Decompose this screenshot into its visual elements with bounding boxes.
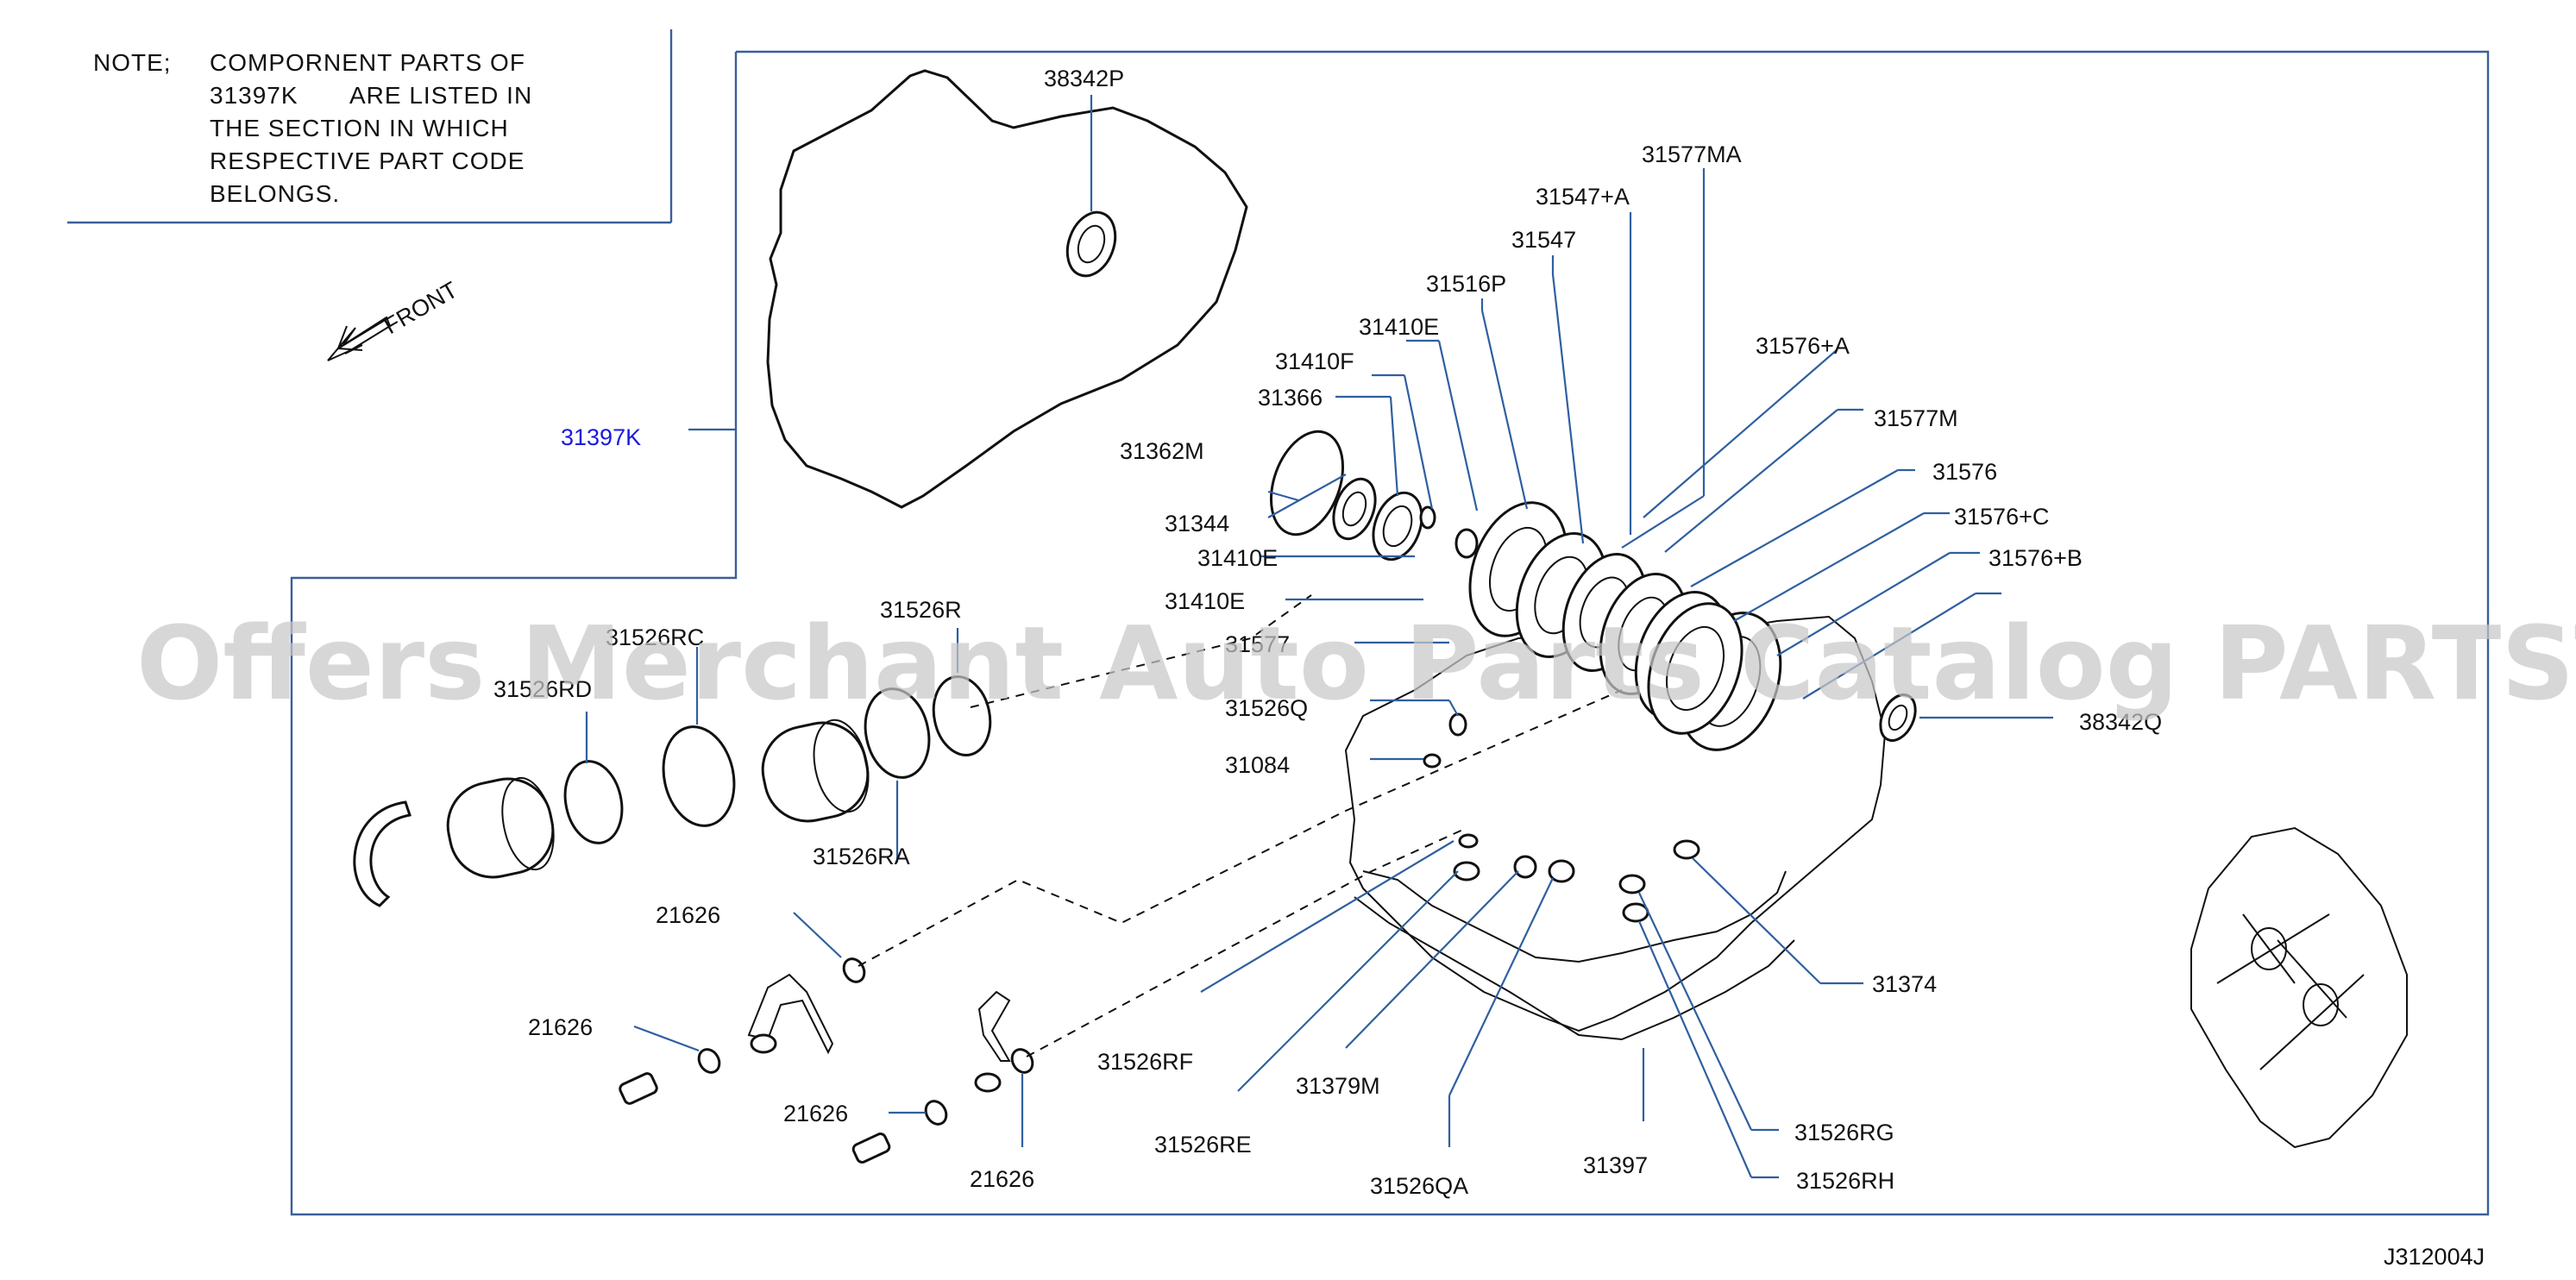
note-line-3: ARE LISTED IN: [349, 82, 532, 109]
leader-lines: [585, 95, 2053, 1179]
front-label: FRONT: [380, 277, 462, 339]
note-block: NOTE; COMPORNENT PARTS OF 31397K ARE LIS…: [93, 49, 532, 207]
callout-31526RG[interactable]: 31526RG: [1794, 1120, 1894, 1145]
piston-rings-drawing: [353, 675, 992, 907]
note-prefix: NOTE;: [93, 49, 172, 76]
callout-31576-B[interactable]: 31576+B: [1989, 545, 2083, 571]
callout-31576-A[interactable]: 31576+A: [1756, 333, 1850, 359]
front-arrow-icon: [327, 316, 392, 361]
callout-31576[interactable]: 31576: [1932, 459, 1997, 485]
callout-31526Q[interactable]: 31526Q: [1225, 695, 1308, 721]
callout-31410E-top[interactable]: 31410E: [1359, 314, 1439, 340]
case-thumbnail-drawing: [2190, 826, 2408, 1149]
diagram-code: J312004J: [2384, 1244, 2485, 1270]
note-frame: [67, 29, 673, 224]
callout-31526RA[interactable]: 31526RA: [813, 844, 910, 869]
callout-31374[interactable]: 31374: [1872, 971, 1937, 997]
callout-31397K[interactable]: 31397K: [561, 424, 641, 450]
callout-31410E-mid[interactable]: 31410E: [1197, 545, 1278, 571]
front-direction-indicator: FRONT: [327, 277, 462, 361]
callout-31410E-low[interactable]: 31410E: [1165, 588, 1245, 614]
note-part-link[interactable]: 31397K: [210, 82, 298, 109]
callout-31526QA[interactable]: 31526QA: [1370, 1173, 1468, 1199]
callout-31362M[interactable]: 31362M: [1120, 438, 1204, 464]
callout-31577[interactable]: 31577: [1225, 631, 1290, 657]
callout-31366[interactable]: 31366: [1258, 385, 1323, 411]
callout-31516P[interactable]: 31516P: [1426, 271, 1506, 297]
callout-31526RH[interactable]: 31526RH: [1796, 1168, 1894, 1194]
callout-31397[interactable]: 31397: [1583, 1152, 1648, 1178]
callout-21626-bottom[interactable]: 21626: [970, 1166, 1034, 1192]
note-line-1: COMPORNENT PARTS OF: [210, 49, 525, 76]
callout-21626-lower[interactable]: 21626: [783, 1101, 848, 1126]
watermark-text: Offers Merchant Auto Parts Catalog PARTS…: [136, 604, 2576, 723]
callout-31526RD[interactable]: 31526RD: [493, 676, 592, 702]
small-seals-drawing: [1423, 712, 1700, 923]
callout-31577MA[interactable]: 31577MA: [1642, 141, 1742, 167]
callout-31344[interactable]: 31344: [1165, 511, 1229, 536]
pipes-and-bolts-drawing: [619, 957, 1034, 1164]
callout-38342Q[interactable]: 38342Q: [2079, 709, 2162, 735]
callout-31577M[interactable]: 31577M: [1874, 405, 1958, 431]
callout-38342P[interactable]: 38342P: [1044, 66, 1124, 91]
assembly-frame: [290, 50, 2490, 1216]
dashed-connectors: [858, 594, 1623, 1057]
callout-31379M[interactable]: 31379M: [1296, 1073, 1380, 1099]
clutch-pack-drawing: [1269, 430, 1917, 751]
transmission-case-drawing: [766, 69, 1248, 509]
callout-31547-A[interactable]: 31547+A: [1536, 184, 1630, 210]
note-line-6: BELONGS.: [210, 180, 340, 207]
callout-31526RC[interactable]: 31526RC: [606, 624, 704, 650]
callout-31410F[interactable]: 31410F: [1275, 348, 1354, 374]
callout-31576-C[interactable]: 31576+C: [1954, 504, 2049, 530]
callout-31526RF[interactable]: 31526RF: [1097, 1049, 1193, 1075]
note-line-4: THE SECTION IN WHICH: [210, 115, 509, 141]
callout-31526R[interactable]: 31526R: [880, 597, 962, 623]
note-line-5: RESPECTIVE PART CODE: [210, 147, 525, 174]
callout-31547[interactable]: 31547: [1511, 227, 1576, 253]
part-callouts: 38342P 31397K 31577MA 31547+A 31547 3151…: [493, 66, 2162, 1199]
callout-21626-upper[interactable]: 21626: [656, 902, 720, 928]
callout-31084[interactable]: 31084: [1225, 752, 1290, 778]
callout-31526RE[interactable]: 31526RE: [1154, 1132, 1252, 1158]
callout-21626-left[interactable]: 21626: [528, 1014, 593, 1040]
